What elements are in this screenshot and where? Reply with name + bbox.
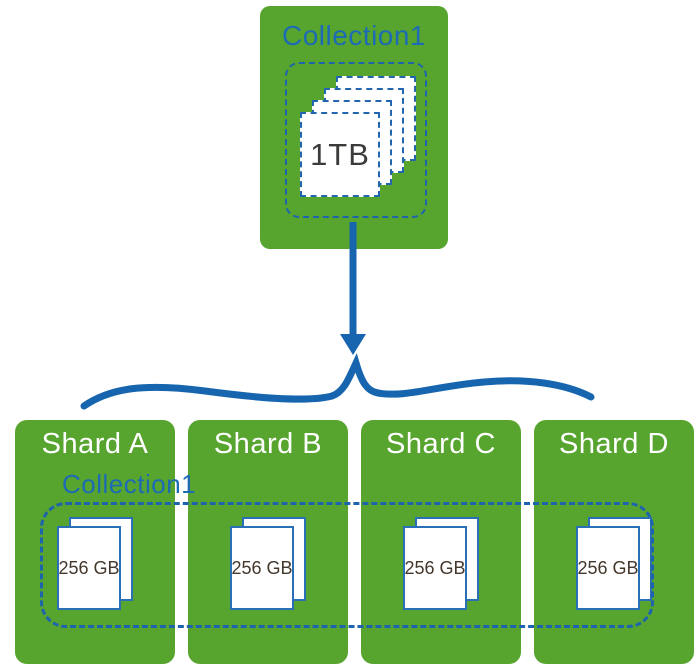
collection-title: Collection1: [281, 20, 427, 51]
shard-box-b: Shard B 256 GB: [188, 420, 348, 664]
shard-size-label: 256 GB: [577, 557, 639, 578]
collection-box: Collection1 1TB: [260, 6, 448, 249]
shard-title: Shard A: [41, 428, 149, 460]
document-page-icon: 1TB: [300, 112, 380, 197]
shard-box-d: Shard D 256 GB: [534, 420, 694, 664]
shard-size-label: 256 GB: [231, 557, 293, 578]
document-stack-icon: 256 GB: [403, 517, 479, 610]
shard-box-c: Shard C 256 GB: [361, 420, 521, 664]
collection-label: Collection1: [62, 469, 197, 499]
shard-box-a: Shard A 256 GB: [15, 420, 175, 664]
document-stack-icon: 256 GB: [576, 517, 652, 610]
shard-size-label: 256 GB: [404, 557, 466, 578]
collection-boundary-dashed: [40, 502, 654, 628]
shard-size-label: 256 GB: [58, 557, 120, 578]
shard-title: Shard B: [213, 428, 323, 460]
shard-title: Shard C: [386, 428, 496, 460]
document-page-icon: 256 GB: [576, 526, 640, 610]
collection-boundary-dashed: [285, 62, 427, 218]
shard-title: Shard D: [559, 428, 669, 460]
document-page-icon: 256 GB: [57, 526, 121, 610]
document-stack-icon: 1TB: [300, 76, 418, 199]
document-page-icon: 256 GB: [230, 526, 294, 610]
collection-size-label: 1TB: [310, 136, 370, 172]
document-stack-icon: 256 GB: [57, 517, 133, 610]
document-page-icon: 256 GB: [403, 526, 467, 610]
curly-brace-icon: [80, 353, 595, 410]
document-stack-icon: 256 GB: [230, 517, 306, 610]
